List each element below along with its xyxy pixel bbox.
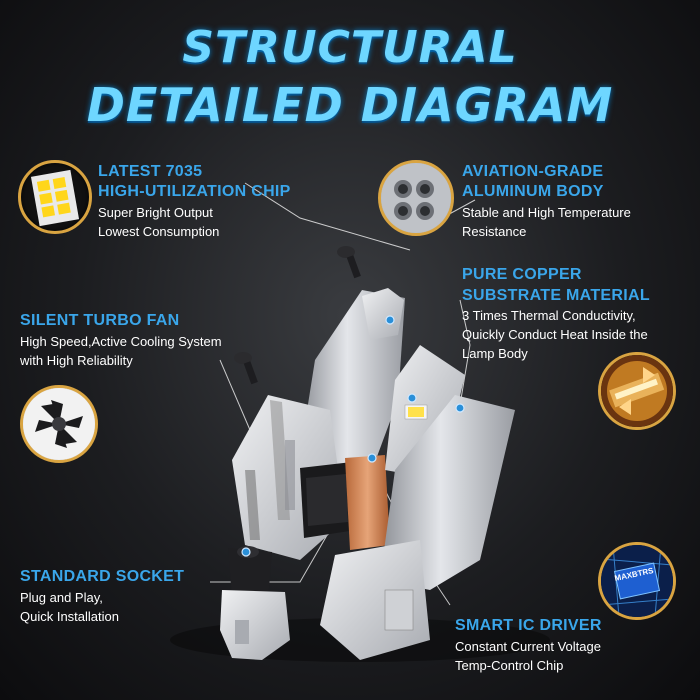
feature-aluminum-title-1: AVIATION-GRADE <box>462 163 604 180</box>
feature-driver-desc-2: Temp-Control Chip <box>455 658 564 673</box>
feature-socket-desc-1: Plug and Play, <box>20 590 103 605</box>
screw-left <box>234 352 258 385</box>
ic-driver-icon <box>598 542 676 620</box>
feature-fan-desc-1: High Speed,Active Cooling System <box>20 334 222 349</box>
feature-driver-desc-1: Constant Current Voltage <box>455 639 601 654</box>
fan-housing-inner <box>306 474 348 526</box>
feature-chip-desc-1: Super Bright Output <box>98 205 213 220</box>
callout-dot-3 <box>367 453 377 463</box>
led-chip-icon <box>18 160 92 234</box>
title-line-2: DETAILED DIAGRAM <box>86 78 614 132</box>
callout-dot-4 <box>407 393 417 403</box>
callout-dot-2 <box>455 403 465 413</box>
screw-top <box>337 246 361 279</box>
callout-dot-5 <box>241 547 251 557</box>
feature-copper-desc-2: Quickly Conduct Heat Inside the <box>462 327 648 342</box>
feature-copper-desc-3: Lamp Body <box>462 346 528 361</box>
feature-chip-title-1: LATEST 7035 <box>98 163 203 180</box>
feature-chip-desc-2: Lowest Consumption <box>98 224 220 239</box>
bulb-body-right <box>320 345 515 660</box>
feature-fan-desc-2: with High Reliability <box>20 353 133 368</box>
copper-substrate-icon <box>598 352 676 430</box>
feature-copper-desc-1: 3 Times Thermal Conductivity, <box>462 308 636 323</box>
feature-socket-desc-2: Quick Installation <box>20 609 119 624</box>
callout-dot-1 <box>385 315 395 325</box>
standard-socket <box>220 546 290 660</box>
copper-bar <box>345 455 390 550</box>
aluminum-heatsink-icon <box>378 160 454 236</box>
feature-copper-title-2: SUBSTRATE MATERIAL <box>462 287 650 304</box>
feature-aluminum-title-2: ALUMINUM BODY <box>462 183 604 200</box>
bulb-upper-tab <box>362 288 404 340</box>
leader-chip <box>244 182 411 251</box>
feature-chip-title-2: HIGH-UTILIZATION CHIP <box>98 183 291 200</box>
feature-driver-title-1: SMART IC DRIVER <box>455 617 602 634</box>
title-line-1: STRUCTURAL <box>182 22 518 73</box>
feature-aluminum-desc-1: Stable and High Temperature <box>462 205 631 220</box>
feature-fan-title-1: SILENT TURBO FAN <box>20 312 180 329</box>
turbo-fan-icon <box>20 385 98 463</box>
feature-copper-title-1: PURE COPPER <box>462 266 582 283</box>
feature-aluminum-desc-2: Resistance <box>462 224 527 239</box>
leader-copper <box>459 299 471 406</box>
feature-socket-title-1: STANDARD SOCKET <box>20 568 185 585</box>
